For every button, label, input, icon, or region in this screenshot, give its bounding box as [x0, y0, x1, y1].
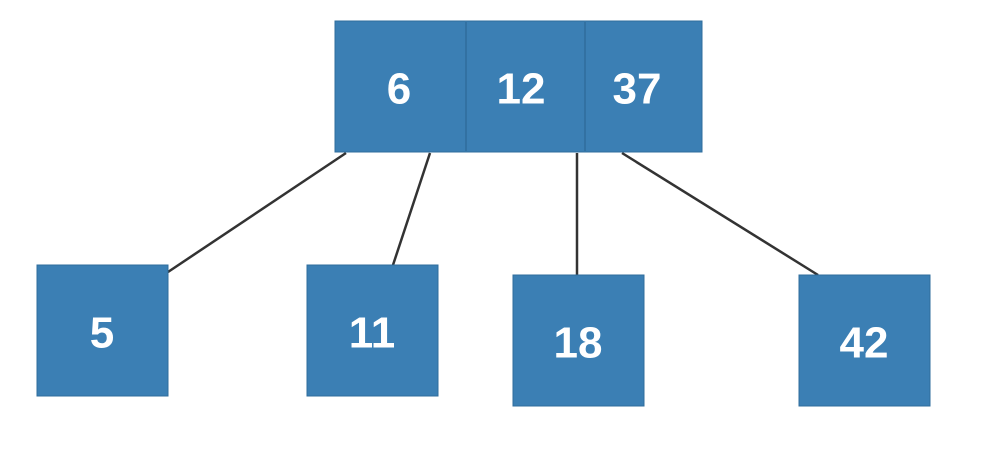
- child-node-box: [36, 264, 169, 397]
- child-key-5: 5: [90, 309, 114, 358]
- child-node-11: 11: [306, 264, 439, 397]
- root-key-12: 12: [497, 65, 546, 114]
- child-key-11: 11: [349, 309, 396, 358]
- edge-root-to-child-11: [391, 152, 432, 266]
- root-key-37: 37: [613, 65, 662, 114]
- child-node-box: [798, 274, 931, 407]
- child-node-box: [512, 274, 645, 407]
- root-node-box: [334, 20, 703, 153]
- edge-root-to-child-5: [167, 151, 347, 274]
- edges: [167, 151, 819, 277]
- child-node-18: 18: [512, 274, 645, 407]
- edge-root-to-child-42: [621, 151, 819, 277]
- child-key-42: 42: [840, 319, 889, 368]
- child-key-18: 18: [554, 319, 603, 368]
- root-node: 6 12 37: [334, 20, 703, 153]
- child-node-box: [306, 264, 439, 397]
- child-node-5: 5: [36, 264, 169, 397]
- child-node-42: 42: [798, 274, 931, 407]
- root-key-6: 6: [387, 65, 411, 114]
